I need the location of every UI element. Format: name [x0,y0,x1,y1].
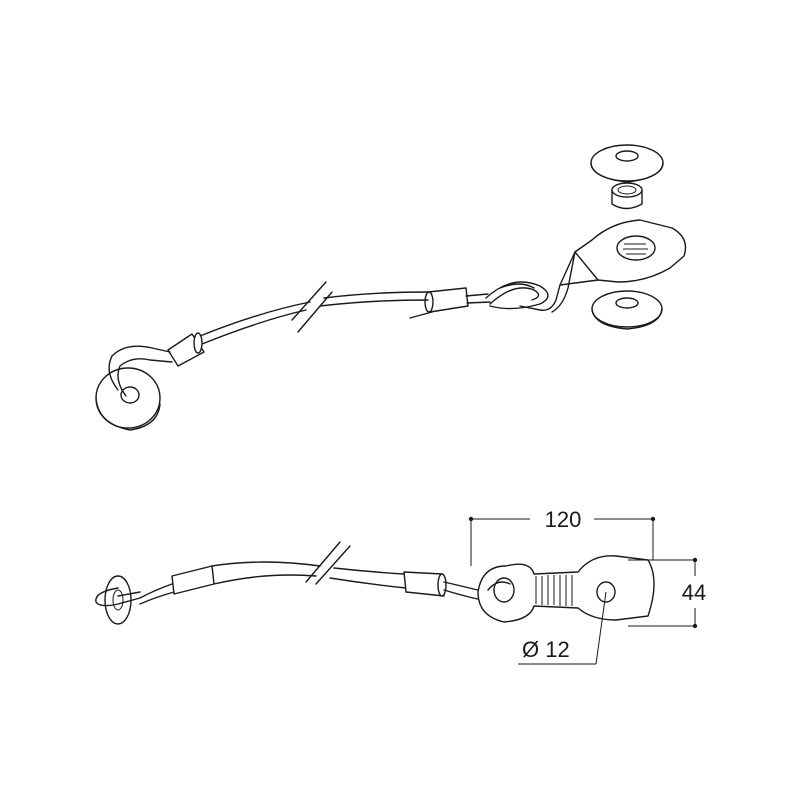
washer-bottom [591,290,663,330]
dimension-height: 44 [628,557,706,629]
washer-top [590,144,664,183]
spacer-bushing [611,182,643,210]
side-sleeve-right [403,571,495,603]
cable-side [211,541,407,589]
side-sleeve-left [139,565,215,605]
side-bracket [477,555,655,623]
side-eyelet [95,575,141,625]
hole-dimension-label: Ø 12 [522,637,570,662]
crimp-sleeve-left [167,332,205,367]
crimp-sleeve-right [409,287,491,319]
dimension-width: 120 [468,507,656,566]
dimension-hole: Ø 12 [518,591,607,665]
bracket-plate [519,219,687,313]
width-dimension-label: 120 [545,507,582,532]
eyelet-ring [95,345,173,431]
height-dimension-label: 44 [682,580,706,605]
cable-top [199,281,429,345]
perspective-view [95,144,687,431]
side-view: 120 44 Ø 12 [95,507,706,665]
bracket-cable-loop [485,281,549,310]
